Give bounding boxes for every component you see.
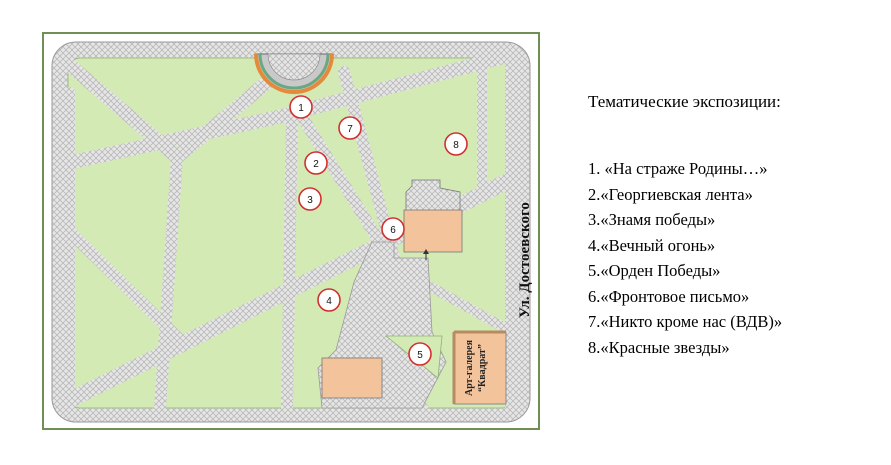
marker-4[interactable]: 4 — [317, 288, 341, 312]
legend-item: 5.«Орден Победы» — [588, 261, 721, 280]
gallery-label-line2: “Квадрат” — [477, 344, 488, 392]
legend-item: 2.«Георгиевская лента» — [588, 184, 753, 204]
marker-7[interactable]: 7 — [338, 116, 362, 140]
marker-7-label: 7 — [347, 124, 353, 135]
gallery-label-line1: Арт-галерея — [464, 339, 475, 396]
marker-5-label: 5 — [417, 350, 423, 361]
legend-item: 8.«Красные звезды» — [588, 337, 730, 357]
marker-3-label: 3 — [307, 195, 313, 206]
marker-4-label: 4 — [326, 296, 332, 307]
monument-color-band — [254, 53, 334, 94]
legend-item: 6.«Фронтовое письмо» — [588, 286, 750, 306]
marker-3[interactable]: 3 — [298, 187, 322, 211]
marker-1[interactable]: 1 — [289, 95, 313, 119]
marker-2-label: 2 — [313, 159, 319, 170]
gallery-building — [453, 331, 507, 405]
legend-list: 1. «На страже Родины…» 2.«Георгиевская л… — [588, 156, 878, 360]
marker-8-label: 8 — [453, 140, 459, 151]
legend-title: Тематические экспозиции: — [588, 92, 781, 111]
marker-6-label: 6 — [390, 225, 396, 236]
building-south — [321, 357, 383, 399]
legend-item: 1. «На страже Родины…» — [588, 159, 768, 178]
legend: Тематические экспозиции: 1. «На страже Р… — [588, 92, 878, 360]
marker-2[interactable]: 2 — [304, 151, 328, 175]
legend-item: 7.«Никто кроме нас (ВДВ)» — [588, 312, 783, 331]
marker-8[interactable]: 8 — [444, 132, 468, 156]
street-label: Ул. Достоевского — [517, 202, 533, 318]
marker-5[interactable]: 5 — [408, 342, 432, 366]
building-6-roof — [403, 209, 463, 253]
park-map: Ул. Достоевского Арт-галерея “Квадрат” 1… — [42, 32, 540, 430]
legend-item: 3.«Знамя победы» — [588, 210, 716, 229]
legend-item: 4.«Вечный огонь» — [588, 235, 716, 255]
marker-6[interactable]: 6 — [381, 217, 405, 241]
marker-1-label: 1 — [298, 103, 304, 114]
